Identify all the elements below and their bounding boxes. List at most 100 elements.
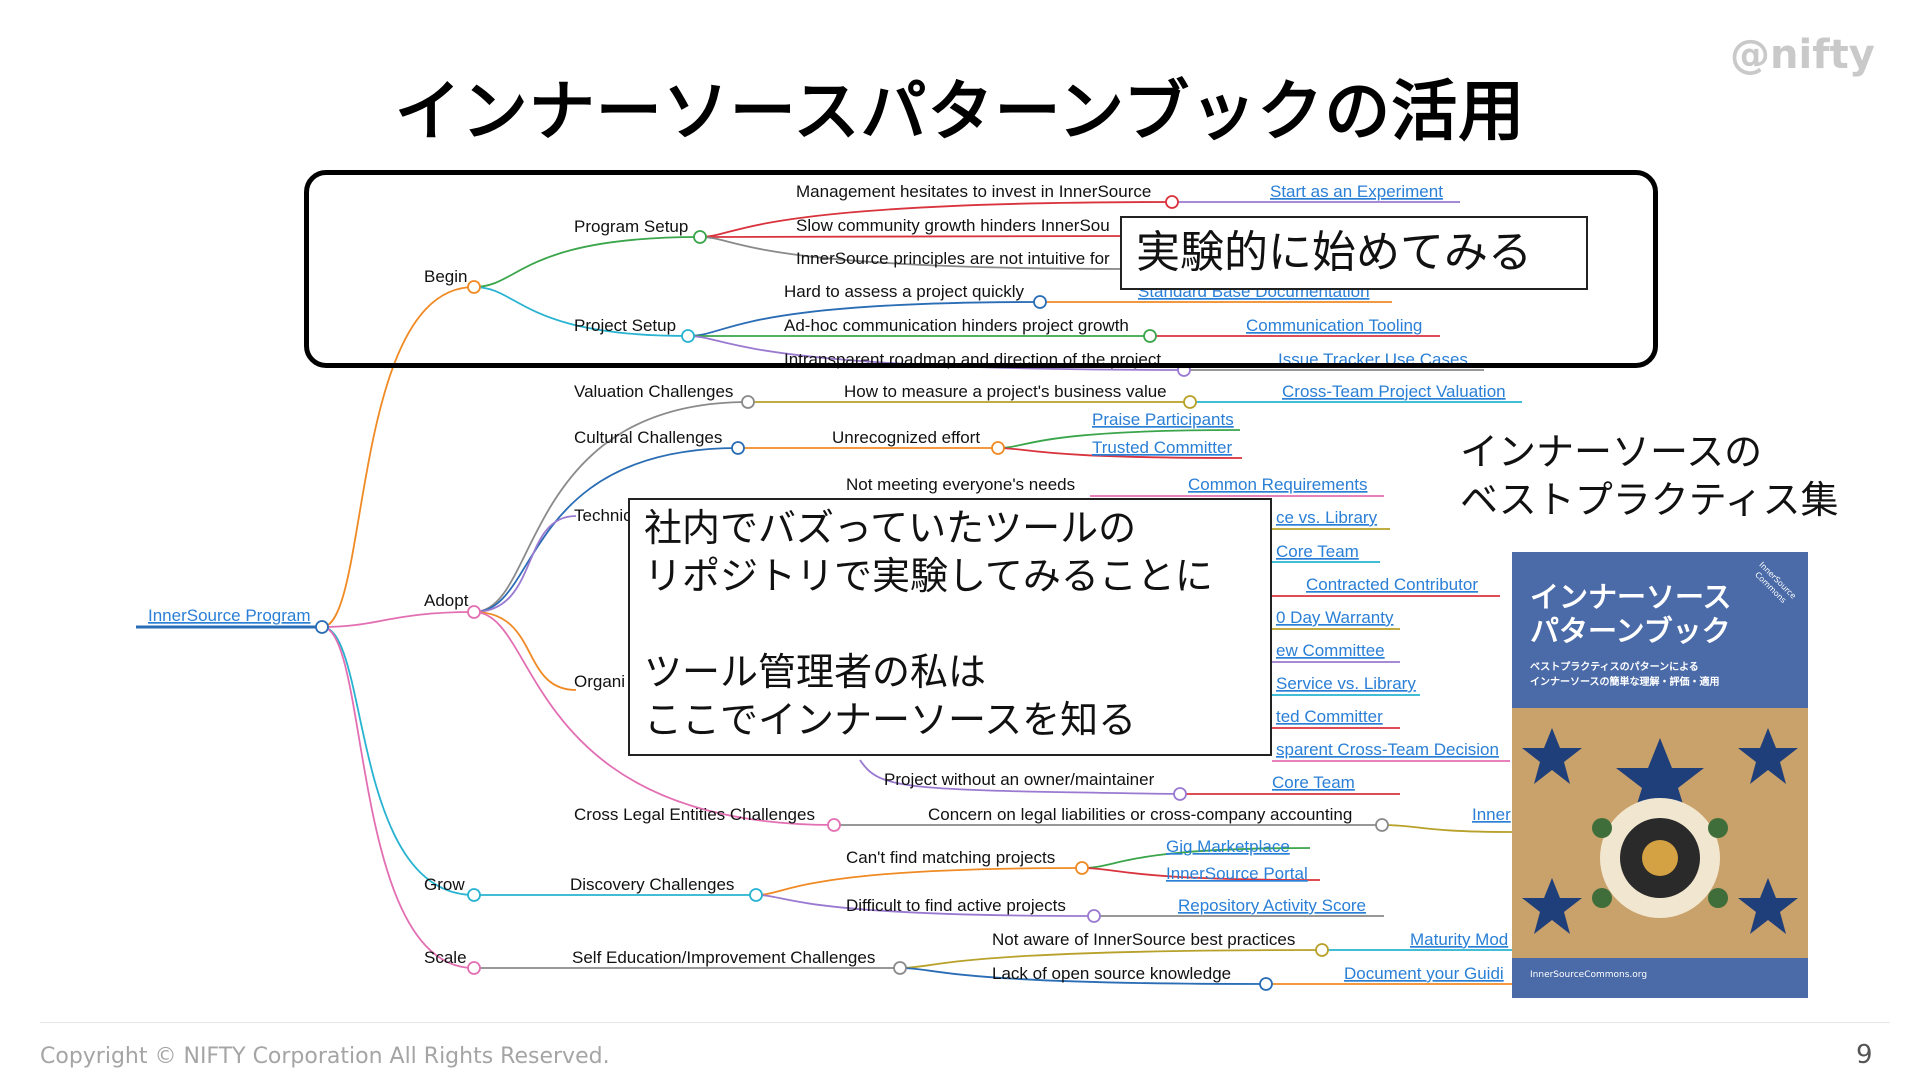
junction-cant-find [1075, 861, 1089, 875]
category-technical: Technic [574, 506, 632, 525]
pattern-core-team-1[interactable]: Core Team [1276, 542, 1359, 561]
junction-hard-assess [1033, 295, 1047, 309]
connector-program-setup [473, 236, 701, 288]
connector-cultural [473, 447, 739, 613]
connector-organizational [473, 611, 577, 691]
mindmap-diagram: InnerSource Program Begin Adopt Grow Sca… [136, 182, 1522, 991]
pattern-activity[interactable]: Repository Activity Score [1178, 896, 1366, 915]
connector-hard-assess [687, 301, 1041, 337]
connector-legal [473, 611, 835, 826]
connector-grow [321, 626, 475, 896]
mindmap-connectors [136, 201, 1522, 985]
pattern-common-req[interactable]: Common Requirements [1188, 475, 1368, 494]
copyright-text: Copyright © NIFTY Corporation All Rights… [40, 1044, 610, 1069]
problem-not-aware: Not aware of InnerSource best practices [992, 930, 1295, 949]
junction-program-setup [693, 230, 707, 244]
pattern-portal[interactable]: InnerSource Portal [1166, 864, 1308, 883]
pattern-inner[interactable]: Inner [1472, 805, 1511, 824]
category-discovery: Discovery Challenges [570, 875, 734, 894]
connector-cant-find [755, 867, 1083, 896]
junction-project-setup [681, 329, 695, 343]
connector-praise [997, 429, 1241, 449]
junction-unrecognized [991, 441, 1005, 455]
junction-lack-knowledge [1259, 977, 1273, 991]
connector-slow-growth [699, 235, 1131, 238]
slide-title: インナーソースパターンブックの活用 [394, 73, 1526, 150]
pattern-service-lib-1[interactable]: ce vs. Library [1276, 508, 1378, 527]
stage-adopt: Adopt [424, 591, 469, 610]
stage-scale: Scale [424, 948, 467, 967]
pattern-book-cover: InnerSource Commons インナーソース パターンブック ベストプ… [1512, 552, 1808, 998]
connector-gig [1081, 847, 1311, 869]
pattern-valuation[interactable]: Cross-Team Project Valuation [1282, 382, 1506, 401]
pattern-transparent[interactable]: sparent Cross-Team Decision [1276, 740, 1499, 759]
problem-needs: Not meeting everyone's needs [846, 475, 1075, 494]
category-cultural: Cultural Challenges [574, 428, 722, 447]
connector-begin [321, 286, 475, 628]
problem-measure: How to measure a project's business valu… [844, 382, 1167, 401]
junction-no-owner [1173, 787, 1187, 801]
pattern-comm-tooling[interactable]: Communication Tooling [1246, 316, 1422, 335]
pattern-contracted[interactable]: Contracted Contributor [1306, 575, 1478, 594]
connector-difficult-find [755, 894, 1095, 917]
pattern-trusted-2[interactable]: ted Committer [1276, 707, 1383, 726]
junction-self-education [893, 961, 907, 975]
root-label[interactable]: InnerSource Program [148, 606, 311, 625]
problem-adhoc: Ad-hoc communication hinders project gro… [784, 316, 1129, 335]
pattern-service-lib-2[interactable]: Service vs. Library [1276, 674, 1416, 693]
junction-scale [467, 961, 481, 975]
junction-management [1165, 195, 1179, 209]
book-title: インナーソース パターンブック [1530, 580, 1732, 648]
page-number: 9 [1856, 1040, 1873, 1070]
problem-hard-assess: Hard to assess a project quickly [784, 282, 1024, 301]
connector-scale [321, 626, 475, 969]
pattern-guiding[interactable]: Document your Guidi [1344, 964, 1504, 983]
connector-adopt [321, 611, 475, 628]
connector-trusted [997, 447, 1243, 459]
junction-adhoc [1143, 329, 1157, 343]
pattern-gig[interactable]: Gig Marketplace [1166, 837, 1290, 856]
category-valuation: Valuation Challenges [574, 382, 733, 401]
experiment-callout: 実験的に始めてみる [1120, 216, 1588, 290]
begin-highlight-box [304, 170, 1658, 368]
junction-legal [827, 818, 841, 832]
pattern-warranty[interactable]: 0 Day Warranty [1276, 608, 1394, 627]
book-mosaic-image [1512, 708, 1808, 958]
problem-unrecognized: Unrecognized effort [832, 428, 980, 447]
pattern-maturity[interactable]: Maturity Mod [1410, 930, 1508, 949]
junction-cultural [731, 441, 745, 455]
pattern-review-committee[interactable]: ew Committee [1276, 641, 1385, 660]
connector-no-owner [859, 759, 1181, 795]
problem-slow-growth: Slow community growth hinders InnerSou [796, 216, 1110, 235]
book-badge: InnerSource Commons [1753, 560, 1798, 605]
connector-not-aware [899, 949, 1323, 969]
connector-roadmap [687, 335, 1185, 371]
problem-difficult-find: Difficult to find active projects [846, 896, 1066, 915]
junction-discovery [749, 888, 763, 902]
junction-begin [467, 280, 481, 294]
junction-not-aware [1315, 943, 1329, 957]
connector-project-setup [473, 286, 689, 337]
connector-lack-knowledge [899, 967, 1267, 985]
problem-lack-knowledge: Lack of open source knowledge [992, 964, 1231, 983]
book-subtitle: ベストプラクティスのパターンによる インナーソースの簡単な理解・評価・適用 [1530, 662, 1720, 688]
category-self-education: Self Education/Improvement Challenges [572, 948, 875, 967]
best-practices-label: インナーソースの ベストプラクティス集 [1460, 430, 1839, 522]
pattern-core-team-2[interactable]: Core Team [1272, 773, 1355, 792]
junction-grow [467, 888, 481, 902]
junction-difficult-find [1087, 909, 1101, 923]
pattern-start-experiment[interactable]: Start as an Experiment [1270, 182, 1443, 201]
connector-inner [1381, 824, 1513, 833]
pattern-praise[interactable]: Praise Participants [1092, 410, 1234, 429]
junction-adopt [467, 605, 481, 619]
problem-legal-concern: Concern on legal liabilities or cross-co… [928, 805, 1352, 824]
nifty-logo: @nifty [1730, 32, 1875, 78]
junction-root [315, 620, 329, 634]
junction-legal-concern [1375, 818, 1389, 832]
problem-principles: InnerSource principles are not intuitive… [796, 249, 1110, 268]
junction-valuation [741, 395, 755, 409]
pattern-trusted[interactable]: Trusted Committer [1092, 438, 1232, 457]
stage-grow: Grow [424, 875, 465, 894]
problem-no-owner: Project without an owner/maintainer [884, 770, 1155, 789]
connector-portal [1081, 867, 1321, 881]
